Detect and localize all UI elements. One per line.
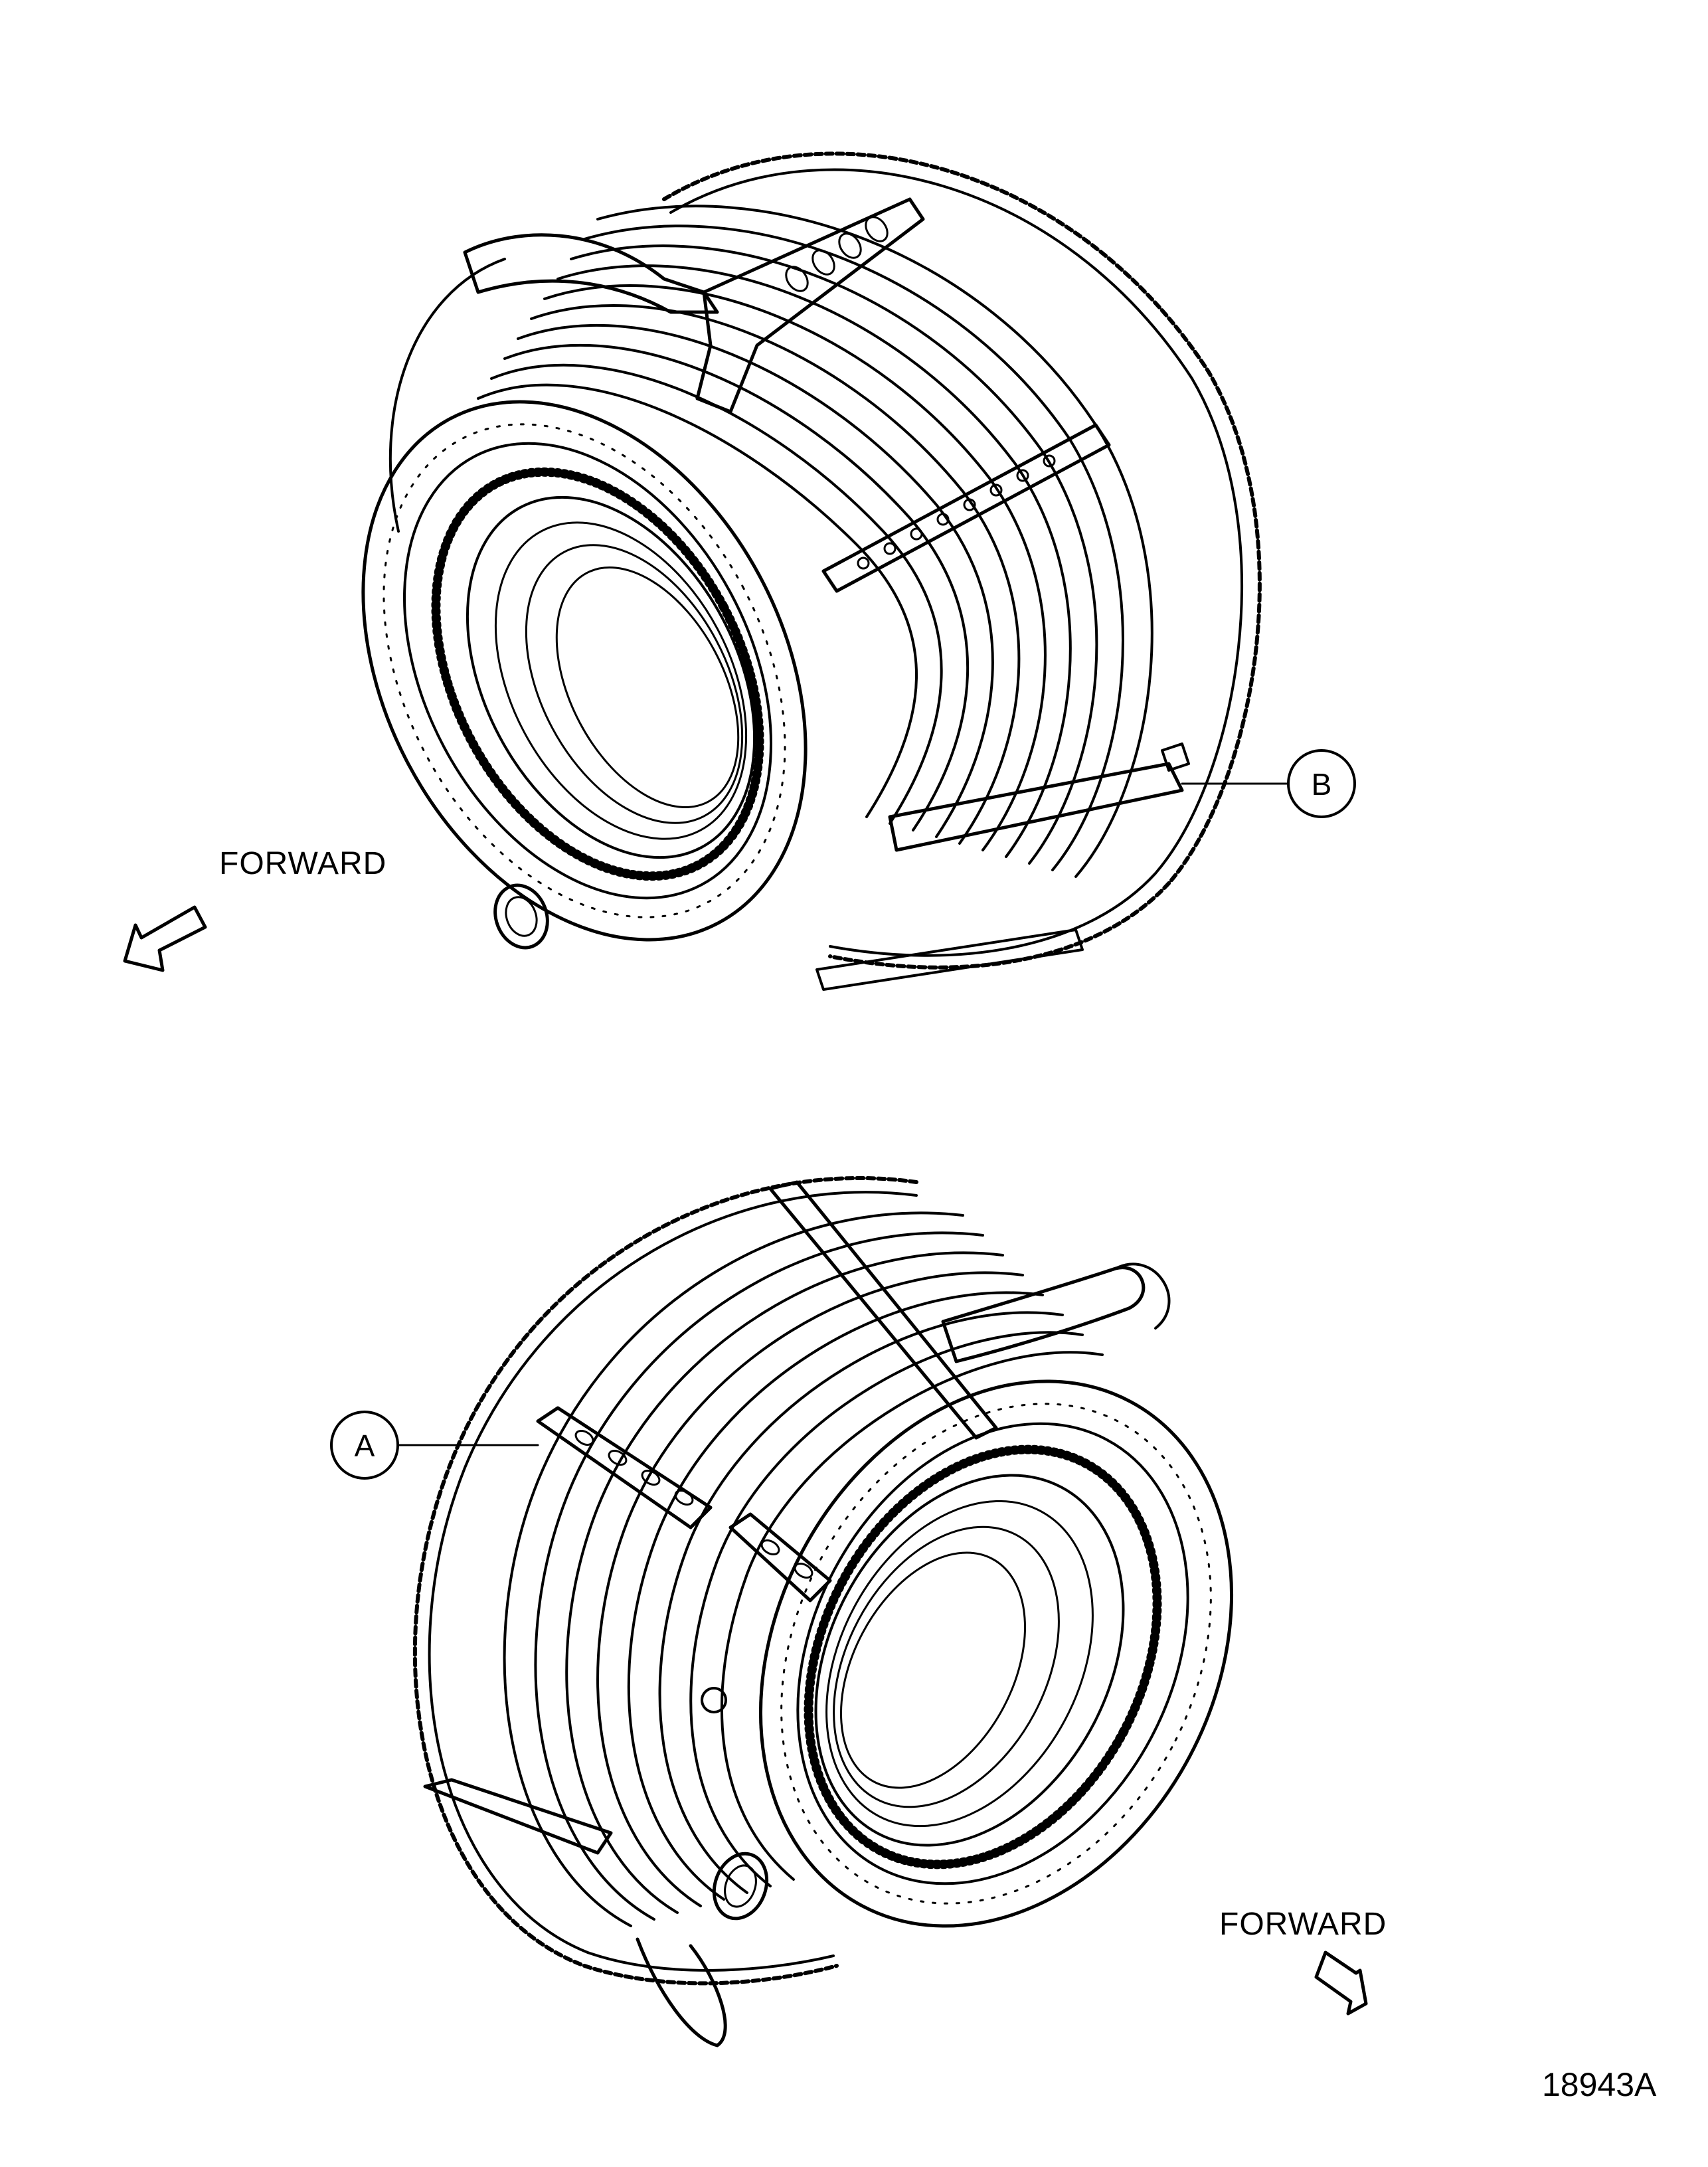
front-flange-outer-bottom bbox=[759, 1379, 1233, 1928]
front-flange-bolt-holes bbox=[383, 423, 786, 918]
callout-b[interactable] bbox=[1181, 749, 1356, 818]
drain-fitting-bottom bbox=[712, 1852, 769, 1921]
support-strap-top-bottom bbox=[768, 1180, 998, 1440]
callout-a[interactable] bbox=[330, 1411, 539, 1480]
rear-toothed-flange-bottom bbox=[412, 1175, 918, 1986]
support-strap-a-ext bbox=[728, 1512, 832, 1603]
forward-label-top: FORWARD bbox=[219, 846, 387, 881]
manifold-t-fitting bbox=[695, 197, 925, 414]
nozzle-vane-ring bbox=[431, 467, 764, 881]
support-strap-lower bbox=[888, 762, 1184, 852]
strap-holes bbox=[857, 454, 1056, 570]
bottom-elbow-pipe bbox=[636, 1937, 727, 2047]
support-strap-lower-bottom bbox=[423, 1778, 613, 1855]
drain-fitting bbox=[493, 883, 549, 950]
callout-b-circle bbox=[1287, 749, 1356, 818]
case-cooling-rings bbox=[477, 205, 1153, 878]
arrow-down-left-icon bbox=[123, 905, 207, 972]
callout-a-circle bbox=[330, 1411, 399, 1480]
support-strap-a bbox=[536, 1406, 713, 1529]
rear-toothed-flange bbox=[662, 151, 1262, 970]
fuel-manifold-pipe bbox=[463, 233, 719, 314]
case-cooling-rings-bottom bbox=[503, 1211, 1104, 1927]
front-flange-outer bbox=[361, 400, 808, 942]
mount-boss bbox=[701, 1687, 727, 1713]
bottom-engine-combustor-illustration bbox=[412, 1175, 1233, 2047]
fuel-manifold-pipe-bottom bbox=[941, 1266, 1146, 1363]
forward-label-bottom: FORWARD bbox=[1219, 1907, 1387, 1942]
callout-b-letter: B bbox=[1311, 767, 1332, 802]
bottom-bracket bbox=[815, 928, 1084, 991]
arrow-down-right-icon bbox=[1314, 1950, 1368, 2016]
support-strap-upper bbox=[821, 423, 1111, 593]
callout-a-letter: A bbox=[354, 1429, 375, 1463]
nozzle-vane-ring-bottom bbox=[804, 1444, 1162, 1869]
figure-number: 18943A bbox=[1542, 2066, 1657, 2103]
top-engine-combustor-illustration bbox=[361, 151, 1262, 991]
